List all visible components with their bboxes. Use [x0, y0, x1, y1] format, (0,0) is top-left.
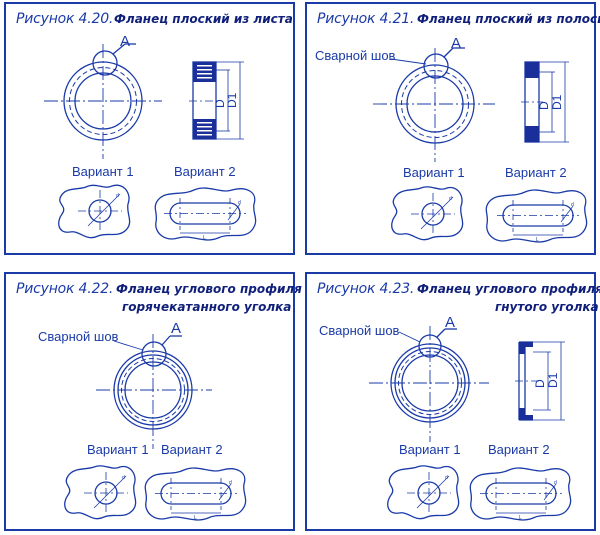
dim-l: L	[203, 235, 206, 241]
weld-label: Сварной шов	[38, 329, 119, 344]
figure-title-line-2: гнутого уголка	[495, 300, 599, 314]
figure-label: Рисунок 4.22.	[16, 281, 114, 297]
drawing-flange-bent-angle: D D1 L d d	[369, 326, 572, 521]
dim-d: D	[537, 101, 551, 110]
dim-small-1: d	[122, 475, 125, 481]
figure-title-line-1: Фланец углового профиля из	[116, 282, 322, 296]
variant-2-label: Вариант 2	[505, 165, 567, 180]
detail-letter: A	[120, 33, 131, 50]
variant-2-outline	[154, 187, 257, 241]
variant-2-label: Вариант 2	[174, 164, 236, 179]
variant-1-label: Вариант 1	[87, 442, 149, 457]
variant-2-label: Вариант 2	[488, 442, 550, 457]
figure-panel-4-22: Рисунок 4.22. Фланец углового профиля из…	[4, 272, 321, 531]
variant-1-label: Вариант 1	[72, 164, 134, 179]
dim-small-2: d	[229, 480, 232, 486]
dim-d: D	[213, 99, 227, 108]
figure-title: Фланец плоский из полосы	[417, 12, 600, 26]
dim-small-2: d	[238, 200, 241, 206]
detail-circle	[423, 53, 449, 79]
drawing-flange-hot-angle: L d d	[64, 334, 247, 521]
weld-label: Сварной шов	[315, 48, 396, 63]
figure-panel-4-23: Рисунок 4.23. Фланец углового профиля из…	[305, 272, 600, 531]
figure-panel-4-21: Рисунок 4.21. Фланец плоский из полосы С…	[305, 2, 600, 255]
dim-small-1: d	[449, 196, 452, 202]
figure-title-line-1: Фланец углового профиля из	[417, 282, 600, 296]
dim-d1: D1	[546, 372, 560, 388]
variant-1-outline	[58, 184, 131, 239]
detail-circle	[92, 50, 118, 76]
detail-letter: A	[445, 314, 456, 331]
weld-leader	[390, 58, 427, 65]
figure-label: Рисунок 4.21.	[317, 11, 415, 27]
drawing-flange-sheet: D D1 L d d	[44, 43, 257, 241]
dim-small-1: d	[116, 193, 119, 199]
variant-1-label: Вариант 1	[399, 442, 461, 457]
variant-1-label: Вариант 1	[403, 165, 465, 180]
dim-d1: D1	[225, 92, 239, 108]
drawing-flange-strip: D D1 L d d	[373, 47, 588, 243]
dim-l: L	[519, 515, 522, 521]
figure-panel-4-20: Рисунок 4.20. Фланец плоский из листа A …	[4, 2, 295, 255]
variant-2-label: Вариант 2	[161, 442, 223, 457]
detail-leader	[112, 43, 126, 55]
dim-small-1: d	[445, 475, 448, 481]
dim-d: D	[533, 379, 547, 388]
detail-letter: A	[171, 320, 182, 337]
weld-label: Сварной шов	[319, 323, 400, 338]
figure-label: Рисунок 4.20.	[16, 11, 114, 27]
dim-small-2: d	[554, 480, 557, 486]
dim-small-2: d	[571, 202, 574, 208]
dim-l: L	[536, 237, 539, 243]
figure-label: Рисунок 4.23.	[317, 281, 415, 297]
figure-title-line-2: горячекатанного уголка	[122, 300, 292, 314]
dim-l: L	[194, 515, 197, 521]
figure-title: Фланец плоский из листа	[114, 12, 293, 26]
detail-letter: A	[451, 35, 462, 52]
dim-d1: D1	[550, 94, 564, 110]
